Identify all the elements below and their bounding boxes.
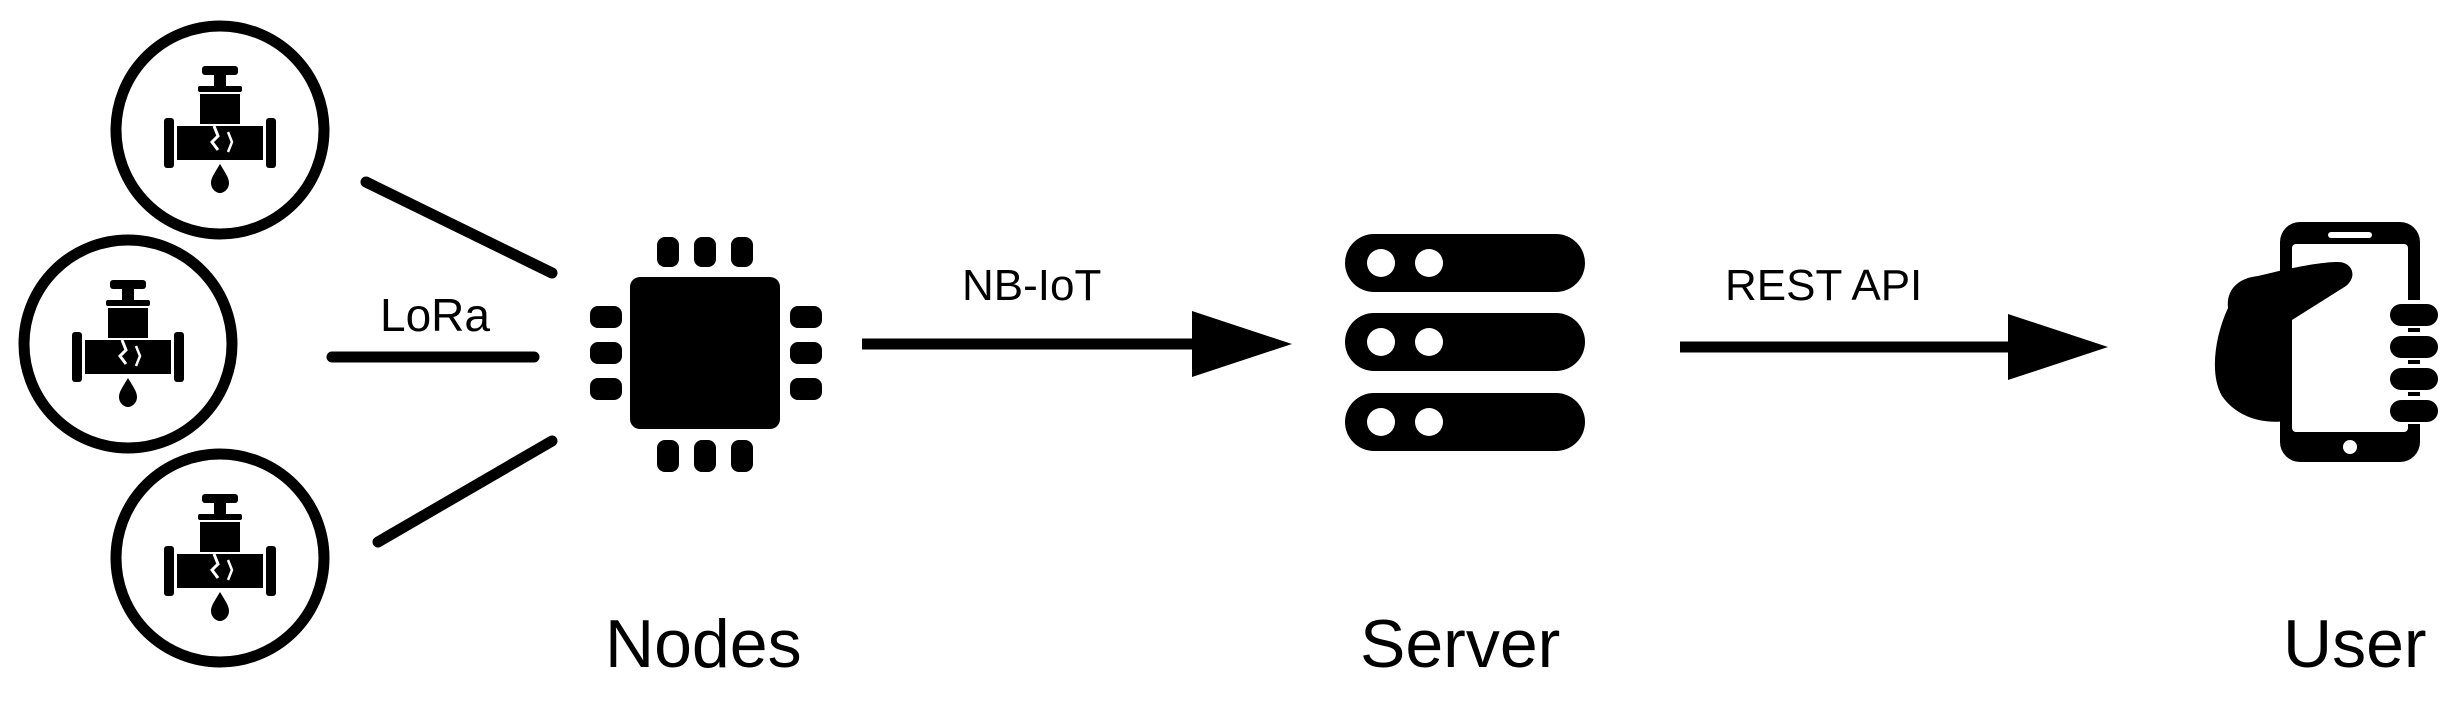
user-label: User — [2283, 606, 2427, 682]
rest-api-link-label: REST API — [1725, 261, 1923, 310]
nbiot-link-label: NB-IoT — [962, 261, 1102, 310]
lora-link-bottom — [372, 435, 558, 548]
sensor-node-top — [110, 20, 330, 240]
rest-api-arrow — [1680, 314, 2108, 380]
lora-link-label: LoRa — [380, 289, 490, 341]
microchip-icon — [590, 237, 822, 472]
hand-holding-phone-icon — [2214, 222, 2438, 462]
lora-links — [326, 176, 558, 548]
lora-link-top — [360, 176, 558, 279]
nodes-label: Nodes — [605, 606, 802, 682]
sensor-node-bottom — [110, 448, 330, 668]
sensor-node-middle — [18, 234, 238, 454]
nbiot-arrow — [862, 311, 1292, 377]
server-stack-icon — [1345, 234, 1585, 451]
server-label: Server — [1360, 606, 1561, 682]
